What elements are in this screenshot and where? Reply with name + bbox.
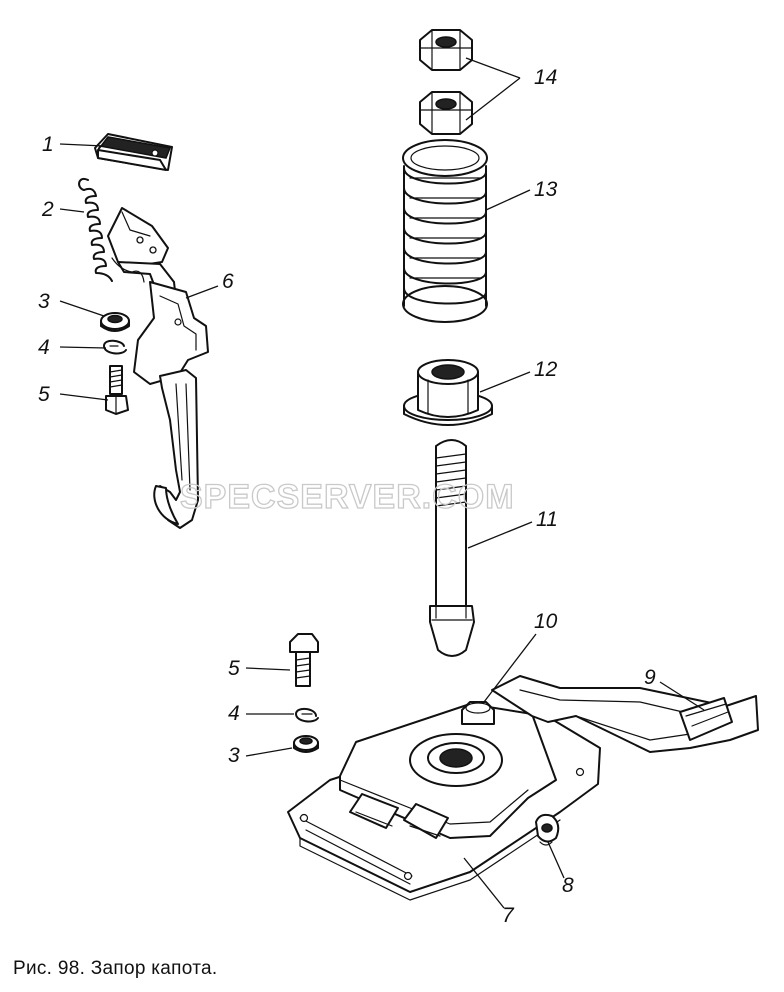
lock-washer-4-upper [103,339,127,355]
label-part-14: 14 [534,66,557,89]
label-part-5-lower: 5 [228,657,240,680]
nuts-14 [419,29,473,135]
label-part-3-lower: 3 [228,744,240,767]
bolt-5-upper [105,365,129,415]
label-part-2: 2 [41,198,54,221]
part-labels: 1 2 3 4 5 6 7 8 9 10 11 12 13 14 3 4 5 [38,66,656,927]
label-part-10: 10 [534,610,558,633]
watermark-text: SPECSERVER.COM [180,478,515,516]
label-part-7: 7 [502,904,515,927]
label-part-9: 9 [644,666,656,689]
label-part-5-upper: 5 [38,383,50,406]
pin-11 [429,439,475,657]
figure-caption: Рис. 98. Запор капота. [13,958,218,979]
washer-3-lower [293,735,319,753]
spring-clip-8 [535,813,560,846]
lock-washer-4-lower [295,708,319,723]
label-part-8: 8 [562,874,574,897]
label-part-3-upper: 3 [38,290,50,313]
coil-spring-13 [402,139,488,323]
label-part-13: 13 [534,178,558,201]
label-part-12: 12 [534,358,558,381]
label-part-4-lower: 4 [228,702,240,725]
bolt-5-lower [289,633,319,687]
label-part-11: 11 [536,508,558,531]
bushing-12 [403,359,493,426]
plate-1 [94,133,173,171]
hook-6 [107,207,209,529]
label-part-6: 6 [222,270,234,293]
spring-2 [78,177,113,282]
label-part-4-upper: 4 [38,336,50,359]
base-plate-7 [287,703,601,901]
label-part-1: 1 [42,133,54,156]
leader-lines [59,57,705,909]
lever-9 [491,675,759,753]
nut-10 [461,701,495,725]
washer-3-upper [100,312,130,332]
